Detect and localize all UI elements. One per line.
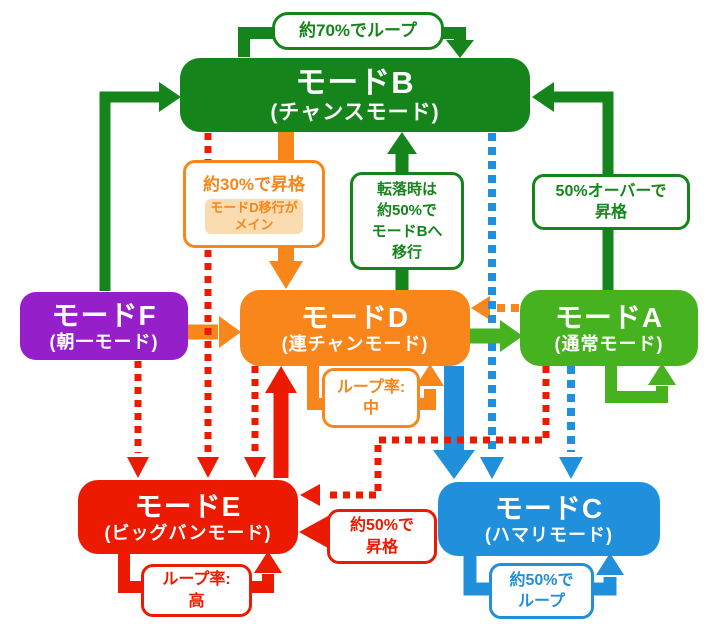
node-mode-f-subtitle: (朝一モード): [49, 331, 159, 352]
node-mode-c: モードC (ハマリモード): [438, 482, 660, 556]
label-promo-c-to-e: 約50%で 昇格: [327, 509, 437, 564]
node-mode-b-subtitle: (チャンスモード): [270, 100, 440, 124]
node-mode-c-subtitle: (ハマリモード): [485, 524, 613, 545]
node-mode-b-title: モードB: [295, 64, 415, 100]
arrow-f-to-b: [99, 82, 181, 291]
node-mode-f: モードF (朝一モード): [20, 292, 188, 360]
node-mode-e-subtitle: (ビッグバンモード): [104, 522, 272, 543]
arrow-f-to-d: [188, 316, 241, 348]
label-loop-c: 約50%で ループ: [489, 563, 594, 619]
label-loop-e: ループ率: 高: [141, 564, 252, 617]
arrow-e-to-d: [265, 366, 297, 478]
arrow-d-to-a: [468, 320, 523, 352]
arrow-a-to-c: [559, 366, 583, 479]
label-promo-b-to-d: 約30%で昇格 モードD移行が メイン: [183, 160, 325, 248]
label-promo-a-to-b: 50%オーバーで 昇格: [532, 174, 690, 230]
arrow-d-to-c: [433, 366, 475, 479]
label-fall-d-to-b: 転落時は 約50%で モードBへ 移行: [350, 172, 464, 270]
label-loop-d: ループ率: 中: [322, 368, 420, 428]
node-mode-c-title: モードC: [494, 493, 604, 525]
arrow-a-loop: [605, 363, 676, 403]
arrow-a-to-e: [300, 366, 550, 506]
label-promo-b-to-d-title: 約30%で昇格: [202, 175, 306, 195]
node-mode-d-subtitle: (連チャンモード): [281, 333, 429, 354]
arrow-a-to-d: [471, 296, 519, 320]
arrow-b-to-c: [480, 133, 504, 479]
node-mode-d-title: モードD: [300, 302, 410, 334]
node-mode-a-subtitle: (通常モード): [554, 333, 664, 354]
label-loop-b: 約70%でループ: [272, 12, 444, 50]
arrow-f-to-e: [127, 361, 149, 478]
node-mode-e: モードE (ビッグバンモード): [78, 480, 298, 554]
node-mode-e-title: モードE: [134, 491, 242, 523]
node-mode-a-title: モードA: [554, 302, 664, 334]
node-mode-f-title: モードF: [51, 300, 157, 332]
node-mode-a: モードA (通常モード): [520, 290, 698, 366]
label-promo-b-to-d-note: モードD移行が メイン: [205, 199, 303, 234]
node-mode-d: モードD (連チャンモード): [240, 290, 470, 366]
arrow-d-to-e: [244, 366, 266, 478]
node-mode-b: モードB (チャンスモード): [180, 58, 530, 132]
